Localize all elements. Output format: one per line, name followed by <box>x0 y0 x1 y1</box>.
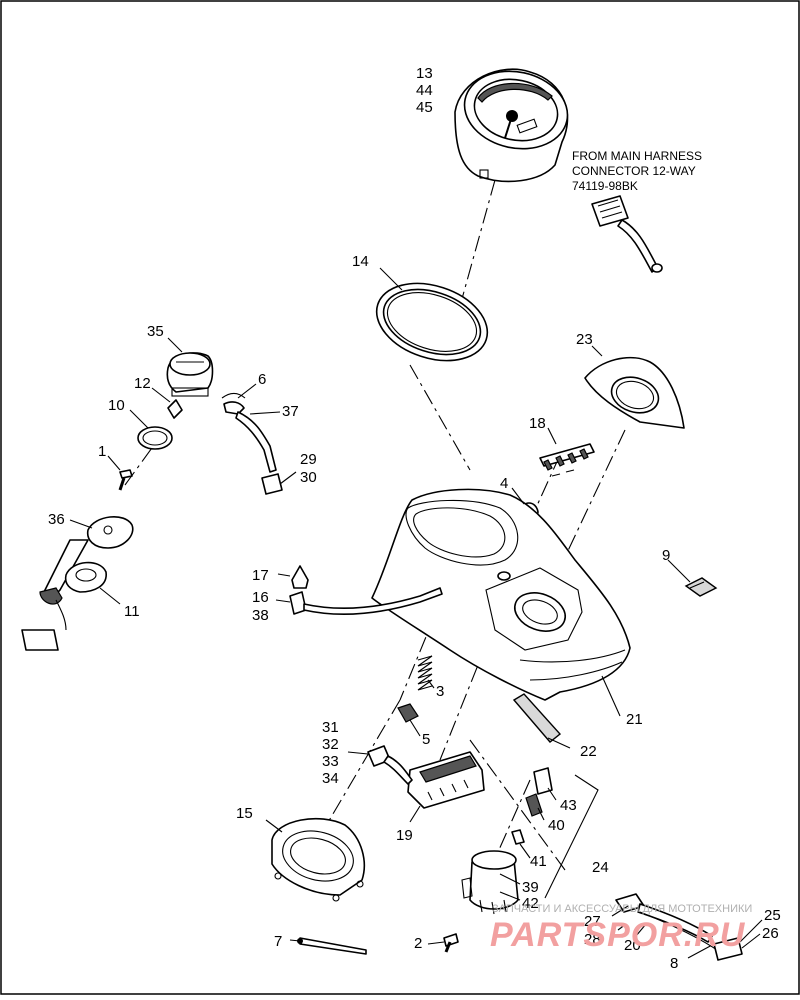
speedometer-gauge <box>454 68 569 183</box>
callout-16: 16 <box>252 589 269 606</box>
callout-13: 13 <box>416 65 433 82</box>
callout-38: 38 <box>252 607 269 624</box>
leader-lines <box>69 267 763 959</box>
callout-28: 28 <box>584 931 601 948</box>
harness-note: FROM MAIN HARNESS CONNECTOR 12-WAY 74119… <box>572 149 702 193</box>
callout-39: 39 <box>522 879 539 896</box>
callout-10: 10 <box>108 397 125 414</box>
sender-unit <box>289 565 443 615</box>
callout-27: 27 <box>584 913 601 930</box>
watermark: ЗАПЧАСТИ И АКСЕССУАРЫ ДЛЯ МОТОТЕХНИКИ PA… <box>490 903 752 954</box>
callout-32: 32 <box>322 736 339 753</box>
callout-22: 22 <box>580 743 597 760</box>
console-housing <box>371 488 631 701</box>
callout-40: 40 <box>548 817 565 834</box>
note-line-3: 74119-98BK <box>572 179 638 193</box>
callout-9: 9 <box>662 547 670 564</box>
lower-bezel <box>271 817 366 902</box>
callout-labels: 13 44 45 14 23 18 4 9 35 12 6 10 37 1 29… <box>48 65 781 972</box>
callout-26: 26 <box>762 925 779 942</box>
callout-37: 37 <box>282 403 299 420</box>
switch-stack <box>461 767 553 915</box>
callout-31: 31 <box>322 719 339 736</box>
gauge-gasket <box>375 282 489 362</box>
callout-20: 20 <box>624 937 641 954</box>
watermark-caption: ЗАПЧАСТИ И АКСЕССУАРЫ ДЛЯ МОТОТЕХНИКИ <box>492 903 752 915</box>
callout-14: 14 <box>352 253 369 270</box>
callout-25: 25 <box>764 907 781 924</box>
watermark-brand: PARTSPOR.RU <box>490 916 746 954</box>
callout-19: 19 <box>396 827 413 844</box>
callout-44: 44 <box>416 82 433 99</box>
callout-7: 7 <box>274 933 282 950</box>
main-harness-connector <box>591 195 663 273</box>
note-line-2: CONNECTOR 12-WAY <box>572 164 696 178</box>
callout-3: 3 <box>436 683 444 700</box>
note-line-1: FROM MAIN HARNESS <box>572 149 702 163</box>
callout-45: 45 <box>416 99 433 116</box>
small-clip <box>684 577 718 597</box>
push-button <box>397 703 419 723</box>
ignition-switch <box>137 352 214 450</box>
callout-8: 8 <box>670 955 678 972</box>
callout-15: 15 <box>236 805 253 822</box>
callout-2: 2 <box>414 935 422 952</box>
callout-12: 12 <box>134 375 151 392</box>
callout-33: 33 <box>322 753 339 770</box>
switch-harness <box>221 392 283 495</box>
callout-35: 35 <box>147 323 164 340</box>
callout-6: 6 <box>258 371 266 388</box>
screw-1 <box>118 469 133 491</box>
sub-harness <box>615 893 743 961</box>
indicator-bracket <box>539 443 595 477</box>
callout-18: 18 <box>529 415 546 432</box>
callout-41: 41 <box>530 853 547 870</box>
lens-strip <box>512 693 562 743</box>
cable-strap <box>297 937 367 955</box>
switch-module <box>367 745 485 809</box>
callout-24: 24 <box>592 859 609 876</box>
callout-21: 21 <box>626 711 643 728</box>
screw-2 <box>443 933 459 953</box>
callout-4: 4 <box>500 475 508 492</box>
switch-mounting-plate <box>21 516 134 651</box>
callout-36: 36 <box>48 511 65 528</box>
callout-42: 42 <box>522 895 539 912</box>
panel-decal <box>584 356 685 429</box>
callout-43: 43 <box>560 797 577 814</box>
callout-29: 29 <box>300 451 317 468</box>
callout-11: 11 <box>124 603 140 620</box>
spring <box>417 655 433 691</box>
callout-23: 23 <box>576 331 593 348</box>
callout-30: 30 <box>300 469 317 486</box>
callout-1: 1 <box>98 443 106 460</box>
callout-17: 17 <box>252 567 269 584</box>
callout-34: 34 <box>322 770 339 787</box>
callout-5: 5 <box>422 731 430 748</box>
